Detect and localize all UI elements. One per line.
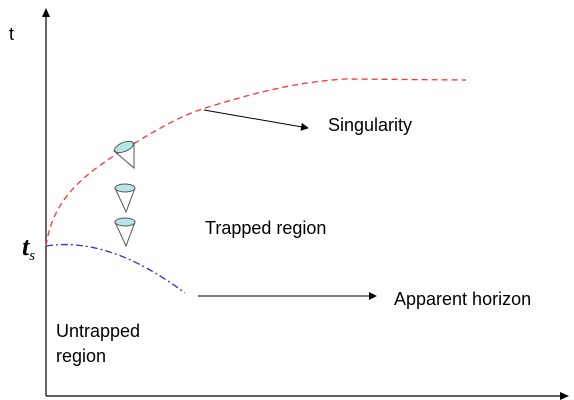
light-cone-icon xyxy=(114,217,136,248)
ts-label: ts xyxy=(22,232,35,264)
light-cone-icon xyxy=(113,140,135,170)
singularity-label: Singularity xyxy=(328,115,412,135)
singularity-arrow xyxy=(203,109,309,131)
vertical-axis-arrowhead xyxy=(42,8,50,17)
t-axis-label: t xyxy=(9,24,14,44)
ts-label-main: t xyxy=(22,232,30,261)
trapped-region-label: Trapped region xyxy=(205,218,326,238)
apparent-horizon-label: Apparent horizon xyxy=(394,289,531,309)
singularity-curve xyxy=(45,78,467,247)
apparent-horizon-curve xyxy=(45,243,186,294)
horizontal-axis-arrowhead xyxy=(560,392,569,400)
untrapped-region-label-line1: Untrapped xyxy=(56,321,140,341)
light-cone-icon xyxy=(114,183,136,214)
ts-label-subscript: s xyxy=(29,248,35,264)
untrapped-region-label-line2: region xyxy=(56,346,106,366)
